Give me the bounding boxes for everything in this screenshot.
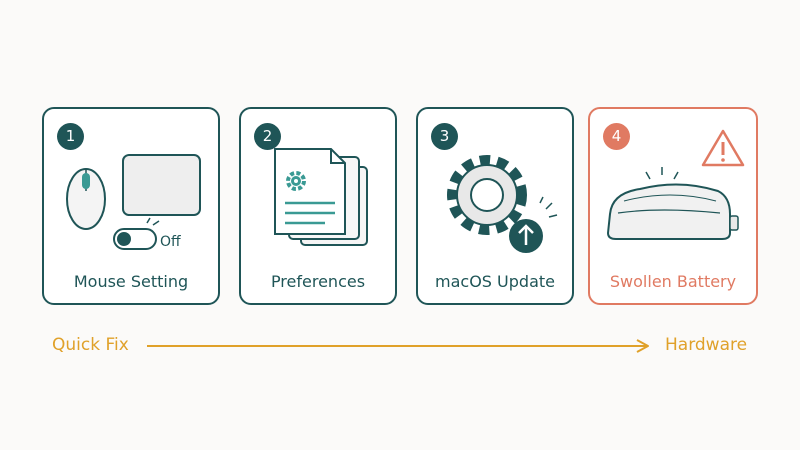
mouse-setting-illustration: Off — [66, 154, 201, 250]
step-number-badge: 3 — [431, 123, 458, 150]
toggle-off-text: Off — [160, 234, 181, 250]
step-label: Preferences — [270, 272, 366, 291]
step-card-preferences: 2 Preferences — [239, 107, 397, 305]
swollen-battery-illustration — [606, 129, 745, 240]
step-number-badge: 1 — [57, 123, 84, 150]
hardware-label: Hardware — [665, 335, 748, 355]
severity-arrow — [147, 339, 649, 353]
macos-update-illustration — [447, 155, 558, 253]
step-label: macOS Update — [435, 272, 555, 291]
step-number-badge: 4 — [603, 123, 630, 150]
documents-icon — [274, 148, 368, 246]
step-card-macos-update: 3 macOS Update — [416, 107, 574, 305]
trackpad-icon — [122, 154, 201, 216]
step-number-badge: 2 — [254, 123, 281, 150]
quick-fix-label: Quick Fix — [52, 335, 129, 355]
upload-arrow-icon — [509, 219, 543, 253]
step-label: Mouse Setting — [73, 272, 189, 291]
step-card-mouse-setting: 1 Off Mouse Setting — [42, 107, 220, 305]
toggle-icon — [113, 217, 160, 250]
warning-icon — [701, 129, 745, 167]
battery-icon — [606, 183, 739, 240]
gear-icon — [286, 171, 306, 191]
mouse-icon — [66, 168, 106, 230]
step-card-swollen-battery: 4 Swollen Battery — [588, 107, 758, 305]
step-label: Swollen Battery — [609, 272, 737, 291]
gear-icon — [447, 155, 527, 235]
